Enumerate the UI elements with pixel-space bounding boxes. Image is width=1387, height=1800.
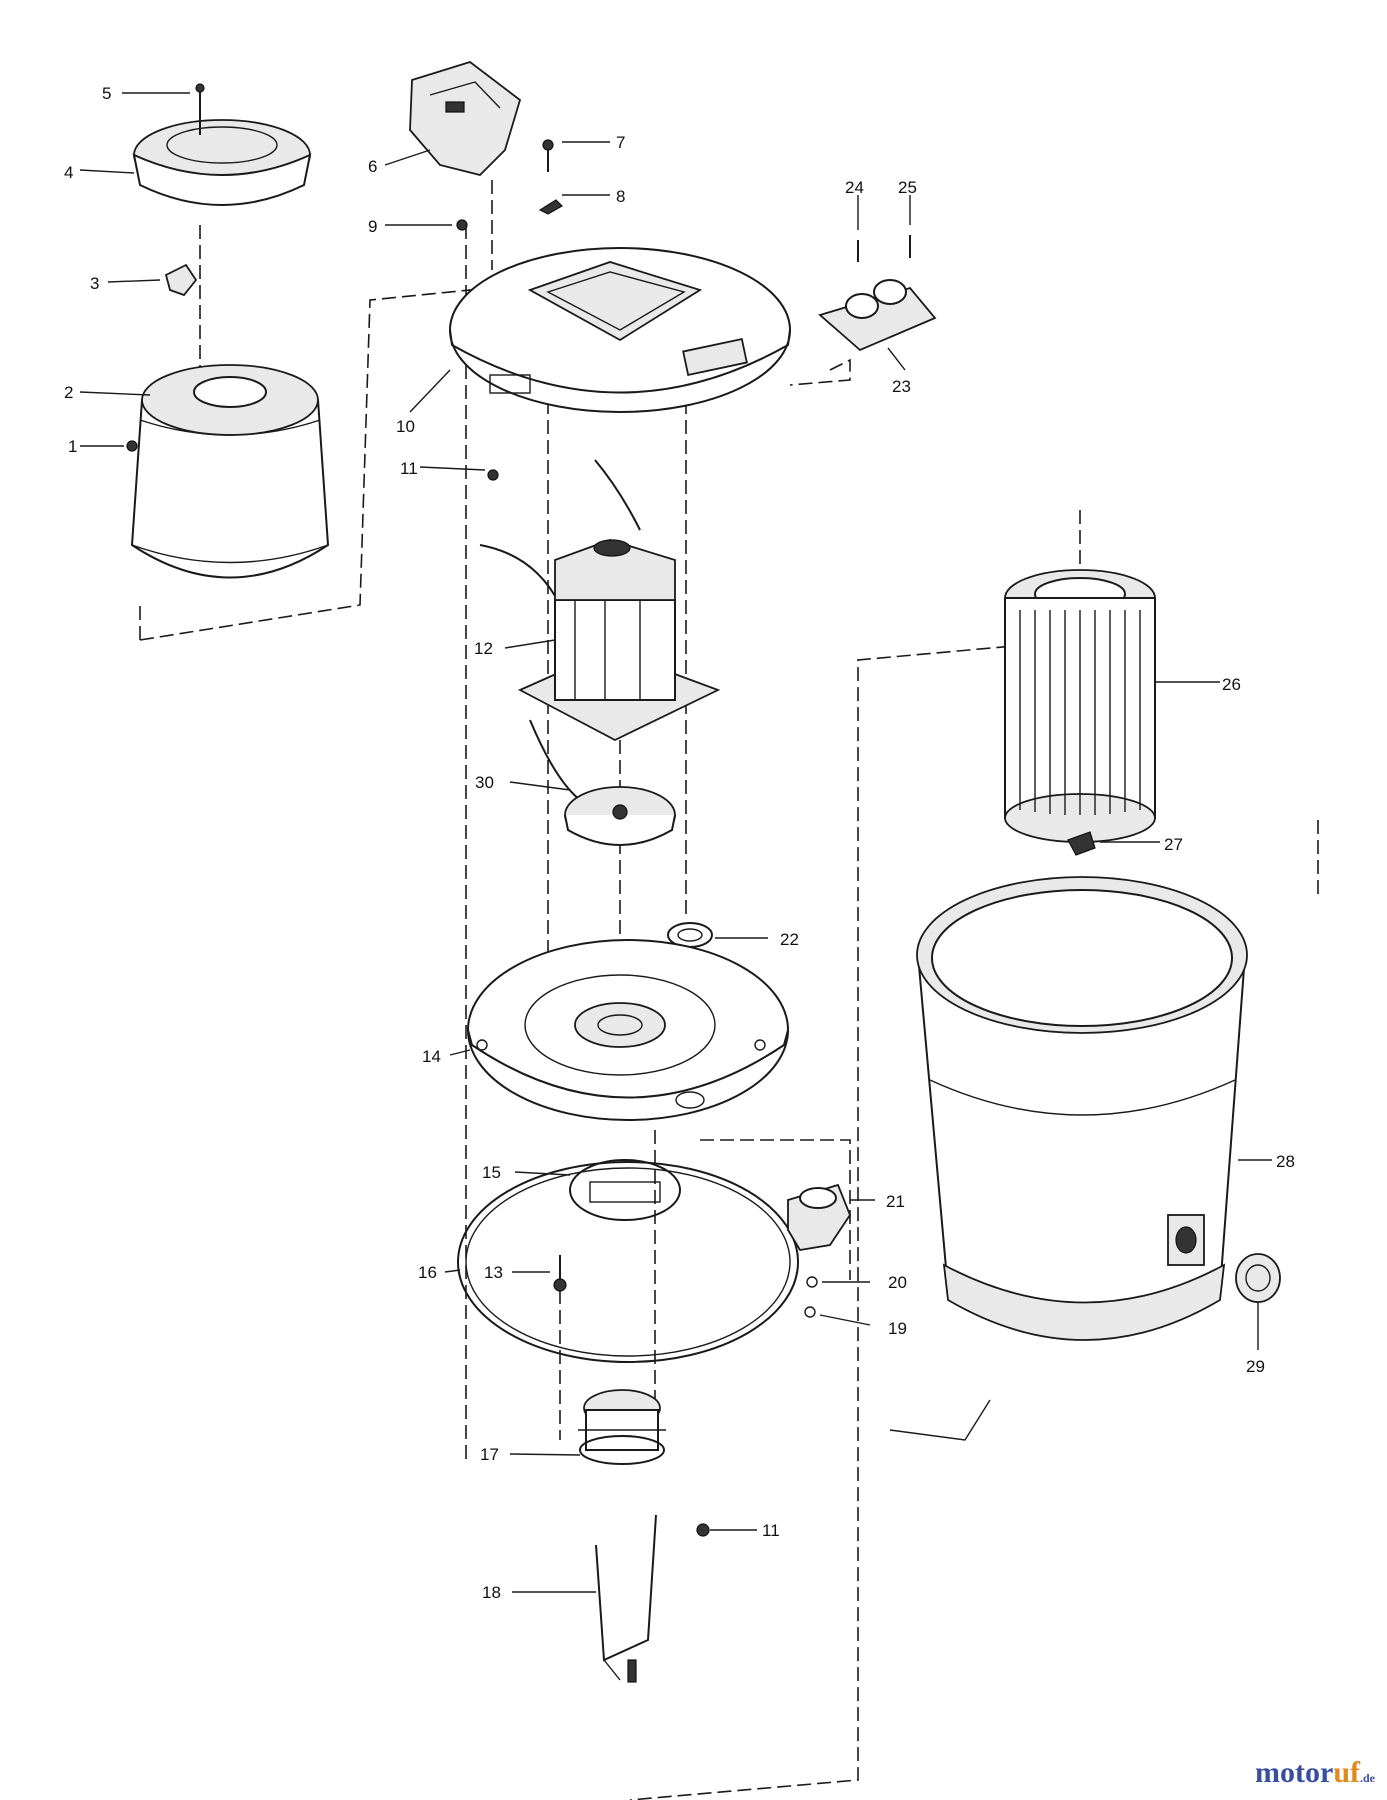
motor-plate-part	[449, 247, 791, 413]
label-part-5: 5	[102, 84, 111, 103]
watermark-logo: motoruf.de	[1255, 1756, 1375, 1790]
label-part-19: 19	[888, 1319, 907, 1338]
label-part-27: 27	[1164, 835, 1183, 854]
screw-part-1	[126, 440, 138, 452]
callout-labels: 5 4 3 2 1 6 7 8 9 10 11 12 30 22 14 15 1…	[64, 84, 1295, 1602]
label-part-14: 14	[422, 1047, 441, 1066]
label-part-22: 22	[780, 930, 799, 949]
label-part-3: 3	[90, 274, 99, 293]
lid-cap-part	[132, 119, 312, 206]
label-part-24: 24	[845, 178, 864, 197]
label-part-2: 2	[64, 383, 73, 402]
motor-housing-part	[130, 364, 330, 579]
washer-part-19	[804, 1306, 816, 1318]
screw-part-13	[553, 1255, 567, 1292]
handle-part	[409, 61, 522, 176]
label-part-10: 10	[396, 417, 415, 436]
seal-ring-part	[457, 1161, 799, 1363]
filter-cartridge-part	[1004, 569, 1156, 843]
label-part-17: 17	[480, 1445, 499, 1464]
base-plate-part	[467, 939, 789, 1121]
label-part-11-upper: 11	[400, 459, 418, 478]
fan-impeller-part	[564, 786, 676, 846]
label-part-7: 7	[616, 133, 625, 152]
tank-container-part	[916, 876, 1248, 1341]
screw-part-9	[456, 219, 468, 231]
label-part-6: 6	[368, 157, 377, 176]
label-part-13: 13	[484, 1263, 503, 1282]
motor-part	[479, 459, 721, 801]
callout-leader-lines	[79, 92, 1272, 1593]
label-part-28: 28	[1276, 1152, 1295, 1171]
watermark-part-2: uf	[1333, 1756, 1360, 1789]
clip-part-3	[164, 263, 198, 297]
label-part-29: 29	[1246, 1357, 1265, 1376]
label-part-11-lower: 11	[762, 1521, 780, 1540]
bracket-part	[595, 1514, 657, 1683]
switch-plate-part	[818, 279, 937, 352]
screw-part-11-upper	[487, 469, 499, 481]
label-part-26: 26	[1222, 675, 1241, 694]
label-part-25: 25	[898, 178, 917, 197]
label-part-15: 15	[482, 1163, 501, 1182]
screw-part-5	[195, 83, 205, 135]
label-part-12: 12	[474, 639, 493, 658]
drain-cap-part	[1235, 1253, 1281, 1303]
label-part-20: 20	[888, 1273, 907, 1292]
float-valve-part	[787, 1183, 852, 1251]
label-part-21: 21	[886, 1192, 905, 1211]
valve-assembly-part	[578, 1389, 666, 1465]
label-part-4: 4	[64, 163, 73, 182]
label-part-16: 16	[418, 1263, 437, 1282]
label-part-1: 1	[68, 437, 77, 456]
label-part-18: 18	[482, 1583, 501, 1602]
filter-nut-part-27	[1067, 831, 1096, 856]
label-part-23: 23	[892, 377, 911, 396]
watermark-part-3: .de	[1360, 1771, 1375, 1785]
washer-part-20	[806, 1276, 818, 1288]
inlet-gasket-part	[569, 1159, 681, 1221]
label-part-9: 9	[368, 217, 377, 236]
label-part-30: 30	[475, 773, 494, 792]
screw-part-7	[542, 139, 554, 172]
watermark-part-1: motor	[1255, 1756, 1334, 1789]
label-part-8: 8	[616, 187, 625, 206]
washer-part-8	[538, 199, 563, 215]
screw-part-11-lower	[696, 1523, 710, 1537]
